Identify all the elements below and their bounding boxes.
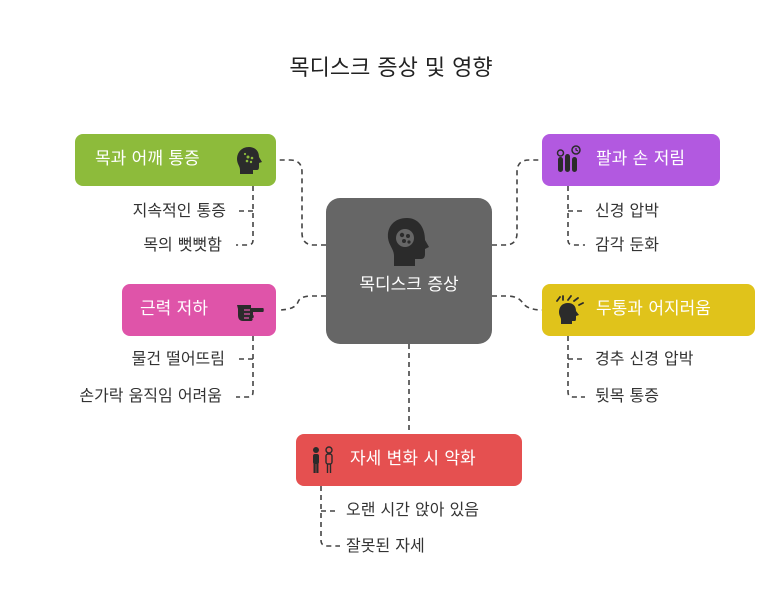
leaf-back-neck-pain: 뒷목 통증 bbox=[595, 386, 659, 405]
leaf-persistent-pain: 지속적인 통증 bbox=[132, 201, 226, 220]
head-dots-icon bbox=[237, 147, 262, 174]
leaf-neck-stiffness: 목의 뻣뻣함 bbox=[143, 235, 222, 254]
leaf-finger-movement-difficulty: 손가락 움직임 어려움 bbox=[79, 386, 222, 405]
topic-neck-shoulder-pain[interactable]: 목과 어깨 통증 bbox=[75, 134, 276, 186]
topic-label: 자세 변화 시 악화 bbox=[350, 449, 476, 469]
topic-label: 팔과 손 저림 bbox=[596, 149, 686, 169]
page-title: 목디스크 증상 및 영향 bbox=[289, 56, 493, 81]
leaf-wrong-posture: 잘못된 자세 bbox=[346, 536, 425, 555]
leaf-cervical-nerve-compression: 경추 신경 압박 bbox=[595, 349, 694, 368]
leaf-long-sitting: 오랜 시간 앉아 있음 bbox=[346, 500, 480, 519]
central-topic[interactable]: 목디스크 증상 bbox=[326, 198, 492, 344]
topic-posture-worsening[interactable]: 자세 변화 시 악화 bbox=[296, 434, 522, 486]
head-profile-icon bbox=[387, 218, 429, 266]
topic-label: 두통과 어지러움 bbox=[596, 299, 711, 319]
topic-label: 목과 어깨 통증 bbox=[95, 149, 200, 169]
topic-label: 근력 저하 bbox=[140, 299, 208, 319]
dizzy-head-icon bbox=[556, 295, 584, 324]
central-topic-label: 목디스크 증상 bbox=[359, 275, 459, 295]
topic-headache-dizziness[interactable]: 두통과 어지러움 bbox=[542, 284, 755, 336]
leaf-nerve-compression: 신경 압박 bbox=[595, 201, 659, 220]
leaf-sensory-dullness: 감각 둔화 bbox=[595, 235, 659, 254]
hand-fingers-icon bbox=[556, 145, 581, 172]
pointing-hand-icon bbox=[237, 305, 264, 321]
posture-people-icon bbox=[313, 446, 333, 473]
topic-muscle-weakness[interactable]: 근력 저하 bbox=[122, 284, 276, 336]
topic-arm-hand-numbness[interactable]: 팔과 손 저림 bbox=[542, 134, 720, 186]
leaf-dropping-objects: 물건 떨어뜨림 bbox=[131, 349, 225, 368]
